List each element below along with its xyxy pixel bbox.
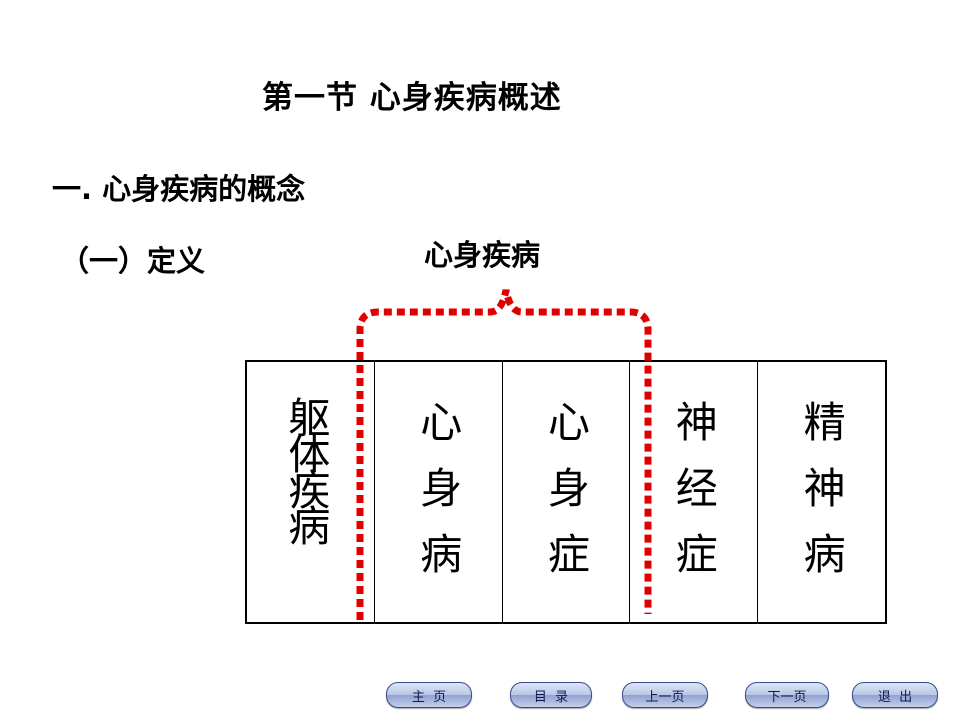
brace-label: 心身疾病 [424, 238, 541, 272]
spectrum-cell-label: 心身病 [413, 400, 463, 598]
navigation-bar: 主 页 目 录 上一页 下一页 退 出 [0, 682, 960, 708]
next-page-button[interactable]: 下一页 [745, 682, 829, 708]
spectrum-cell-label: 神经症 [669, 400, 719, 598]
home-button[interactable]: 主 页 [386, 682, 472, 708]
spectrum-cell-psychosis: 精神病 [757, 362, 885, 622]
contents-button[interactable]: 目 录 [510, 682, 592, 708]
spectrum-cell-label: 躯体疾病 [281, 396, 331, 540]
subsection-heading: （一）定义 [60, 244, 206, 278]
spectrum-cell-label: 精神病 [797, 400, 847, 598]
page-title: 第一节 心身疾病概述 [262, 80, 562, 116]
spectrum-cell-somatic: 躯体疾病 [247, 362, 374, 622]
disease-spectrum-table: 躯体疾病 心身病 心身症 神经症 精神病 [245, 360, 887, 624]
spectrum-cell-label: 心身症 [541, 400, 591, 598]
exit-button[interactable]: 退 出 [852, 682, 938, 708]
spectrum-cell-psychosomatic-disorder: 心身症 [501, 362, 630, 622]
spectrum-cell-neurosis: 神经症 [629, 362, 757, 622]
section-heading: 一. 心身疾病的概念 [52, 172, 306, 206]
prev-page-button[interactable]: 上一页 [622, 682, 708, 708]
spectrum-cell-psychosomatic-disease: 心身病 [373, 362, 502, 622]
